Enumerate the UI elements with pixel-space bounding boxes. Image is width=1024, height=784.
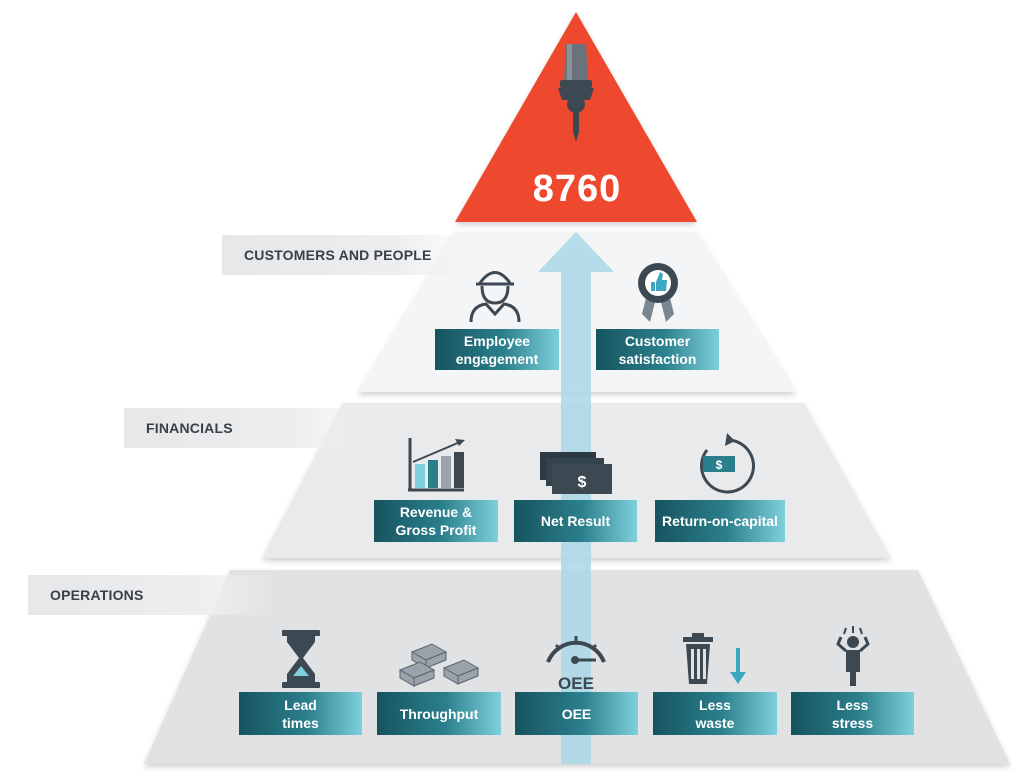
kpi-revenue-gross-profit: Revenue & Gross Profit [374,500,498,542]
kpi-customer-satisfaction: Customer satisfaction [596,329,719,370]
kpi-less-stress: Less stress [791,692,914,735]
bar-chart-growth-icon [408,438,465,492]
oee-icon-text: OEE [558,674,594,693]
worker-helmet-icon [469,271,521,323]
stressed-person-icon [836,626,870,686]
spindle-drill-icon [558,44,594,142]
peak-value: 8760 [532,168,622,210]
tier-label-operations: OPERATIONS [28,575,278,615]
kpi-throughput: Throughput [377,692,501,735]
material-stacks-icon [398,643,480,687]
svg-text:$: $ [716,458,723,472]
banknotes-stack-icon: $ [540,452,612,494]
kpi-employee-engagement: Employee engagement [435,329,559,370]
trash-bin-down-arrow-icon [683,633,746,684]
tier-label-customers-and-people: CUSTOMERS AND PEOPLE [222,235,472,275]
kpi-lead-times: Lead times [239,692,362,735]
kpi-return-on-capital: Return-on-capital [655,500,785,542]
kpi-less-waste: Less waste [653,692,777,735]
tier-label-financials: FINANCIALS [124,408,374,448]
circular-money-return-icon: $ [700,433,755,494]
kpi-oee: OEE [515,692,638,735]
kpi-net-result: Net Result [514,500,637,542]
award-badge-thumbs-up-icon [638,263,678,322]
oee-gauge-icon: OEE [546,636,606,693]
svg-text:$: $ [578,474,587,491]
hourglass-icon [282,630,320,688]
